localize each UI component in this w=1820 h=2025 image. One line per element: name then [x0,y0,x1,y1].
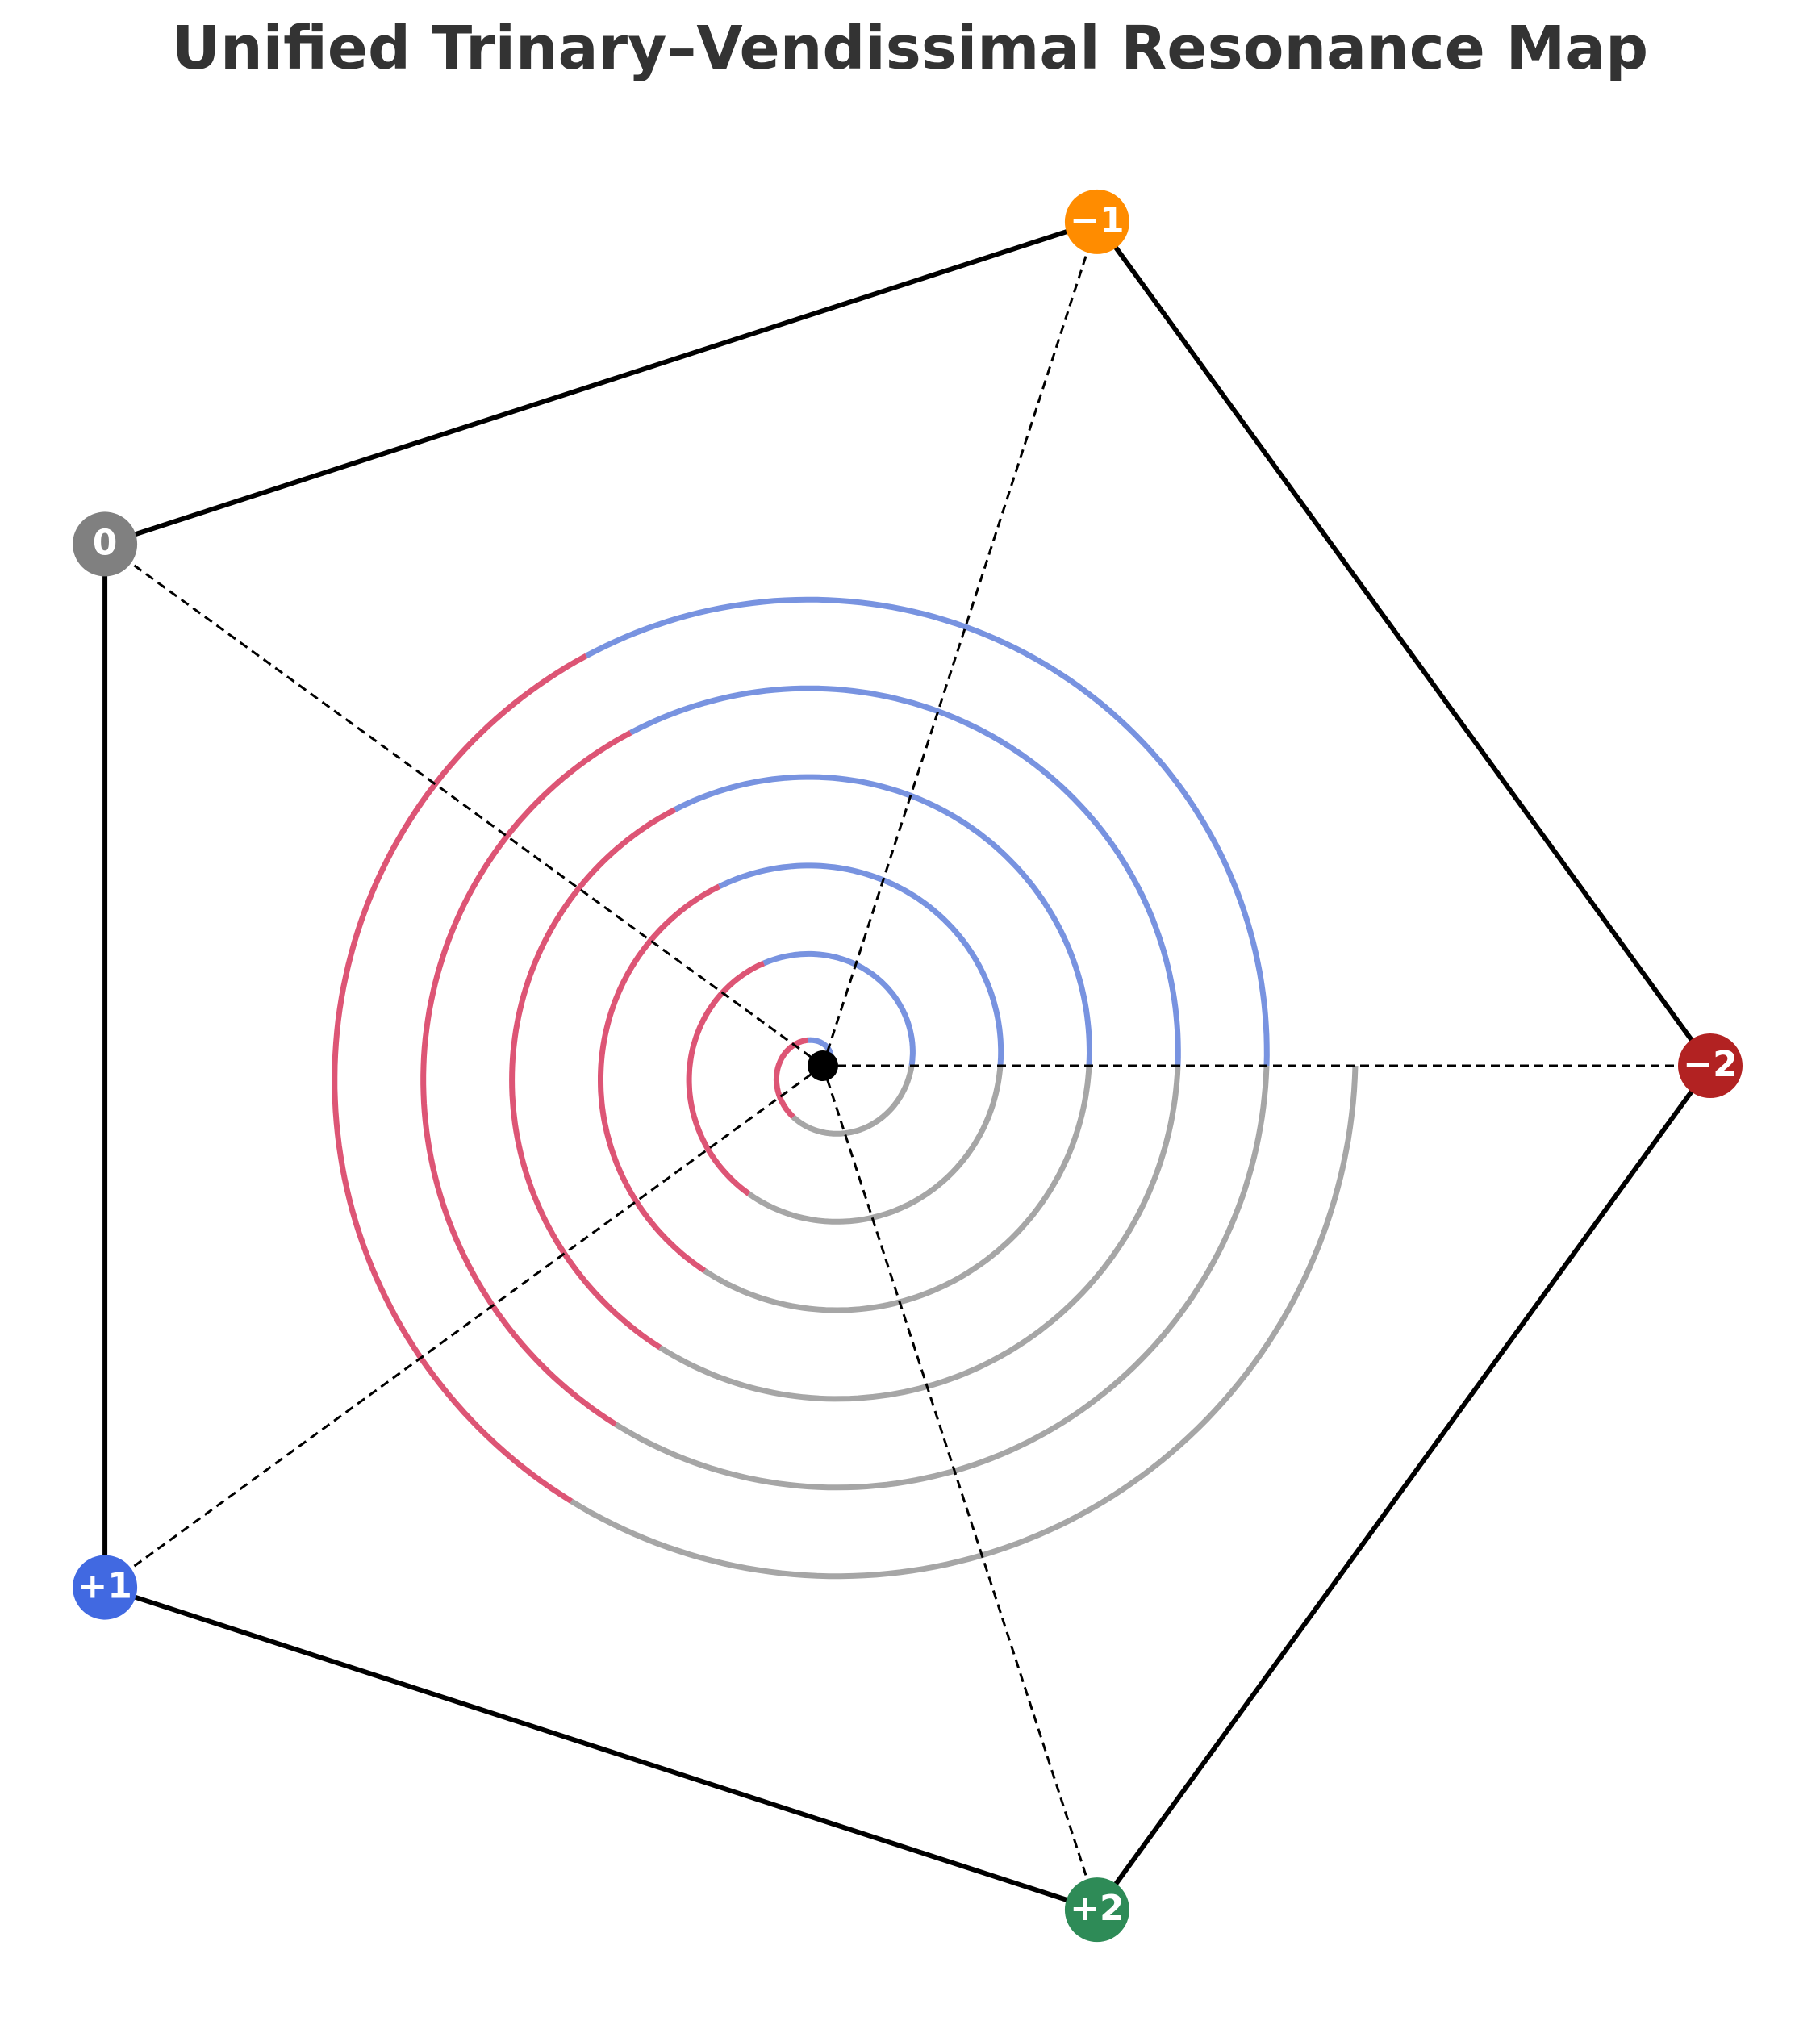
pentagon-nodes: −2 −1 0 +1 +2 [73,189,1743,1943]
spoke-line [104,1064,824,1589]
node-label: +1 [77,1566,131,1607]
pentagon-edge [104,1585,1098,1913]
spiral-segment [658,1065,1181,1402]
spiral-segment [585,596,1270,1067]
pentagon-edge [1095,220,1713,1067]
diagram-title: Unified Trinary–Vendissimal Resonance Ma… [172,14,1648,83]
node-marker [73,1555,138,1620]
spiral-segment [674,774,1093,1067]
spiral-segment [570,1065,1359,1580]
spiral-segment [629,685,1181,1067]
node-label: +2 [1070,1888,1124,1929]
center-point [808,1050,838,1081]
node-plus1: +1 [73,1555,138,1620]
node-label: 0 [93,522,118,563]
spiral-segment [332,653,588,1504]
node-marker [1678,1033,1743,1098]
spiral-segment [791,1065,915,1137]
node-label: −1 [1070,200,1124,241]
node-marker [1064,189,1129,254]
spoke-line [821,221,1099,1067]
spiral-segment [598,883,721,1273]
resonance-spiral [332,596,1359,1580]
node-marker [73,511,138,577]
pentagon-edge [104,219,1098,547]
node-plus2: +2 [1064,1877,1129,1943]
spoke-lines [104,221,1710,1910]
spiral-segment [773,1037,809,1119]
node-minus2: −2 [1678,1033,1743,1098]
pentagon-outline [102,219,1713,1913]
spoke-line [821,1065,1099,1910]
spiral-segment [718,862,1004,1067]
node-zero: 0 [73,511,138,577]
spiral-segment [420,730,632,1427]
pentagon-edge [1095,1064,1713,1911]
spiral-segment [614,1065,1270,1491]
spoke-line [104,543,824,1067]
spiral-segment [762,950,916,1067]
node-label: −2 [1683,1044,1737,1085]
node-minus1: −1 [1064,189,1129,254]
spiral-segment [686,960,766,1196]
node-marker [1064,1877,1129,1943]
spiral-segment [703,1065,1092,1313]
spiral-segment [509,807,677,1351]
spiral-segment [747,1065,1004,1225]
